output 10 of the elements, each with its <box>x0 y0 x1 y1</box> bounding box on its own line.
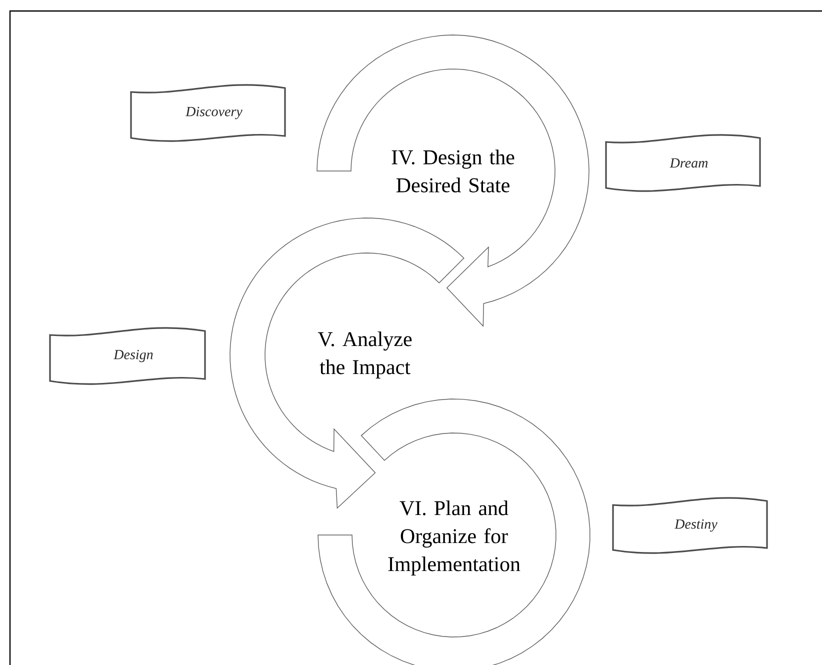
stage-label: VI. Plan and Organize for Implementation <box>388 500 520 576</box>
stage-label: IV. Design the Desired State <box>392 150 514 192</box>
banner: Design <box>49 327 206 385</box>
stage-label: V. Analyze the Impact <box>318 331 412 379</box>
banner: Dream <box>605 134 761 192</box>
banner: Discovery <box>130 84 286 142</box>
ring-arrow <box>230 218 464 509</box>
ring-arrow <box>316 34 590 327</box>
ring-arrow <box>318 398 590 665</box>
banner: Destiny <box>612 497 768 554</box>
